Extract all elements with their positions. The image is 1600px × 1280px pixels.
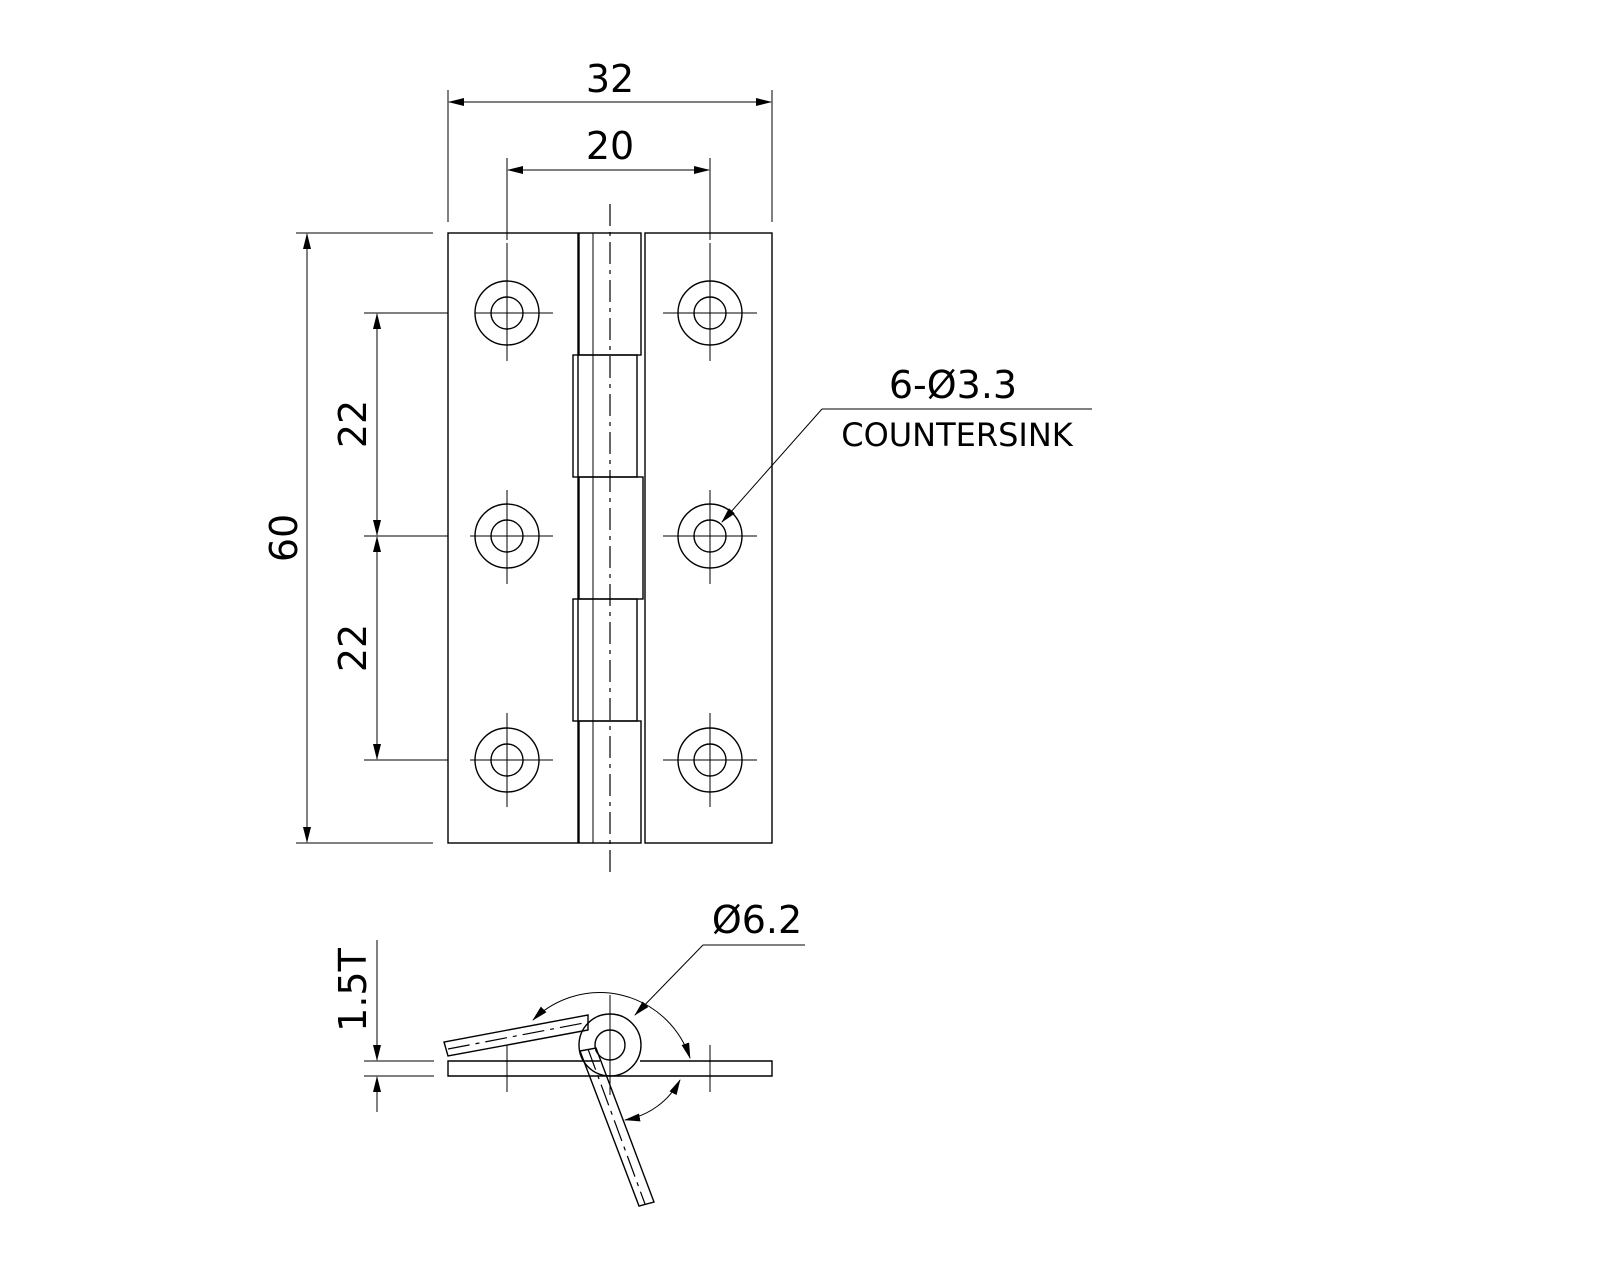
front-view (447, 204, 773, 872)
dim-text-hole-pitch-upper: 22 (331, 400, 375, 448)
hole-type-label: COUNTERSINK (841, 416, 1074, 454)
hole-mid-right (663, 490, 757, 584)
dim-text-thickness: 1.5T (331, 947, 375, 1031)
hole-bottom-right (663, 713, 757, 807)
hole-top-right (663, 243, 757, 361)
countersink-callout: 6-Ø3.3 COUNTERSINK (721, 363, 1092, 523)
hole-count-dia-label: 6-Ø3.3 (889, 363, 1017, 407)
dim-overall-width: 32 (447, 57, 773, 222)
side-view (443, 992, 773, 1207)
dim-text-overall-width: 32 (586, 57, 634, 101)
dim-text-hole-spacing-x: 20 (586, 124, 634, 168)
left-leaf (447, 232, 579, 844)
hole-mid-left (470, 490, 553, 584)
dim-overall-height: 60 (262, 232, 433, 844)
dim-hole-pitch: 22 22 (331, 312, 448, 761)
dim-text-pin-diameter: Ø6.2 (712, 898, 802, 942)
hole-bottom-left (470, 713, 553, 807)
hole-top-left (474, 243, 553, 361)
dim-pin-diameter: Ø6.2 (634, 898, 805, 1016)
dim-text-overall-height: 60 (262, 514, 306, 562)
dim-thickness: 1.5T (331, 940, 434, 1112)
knuckles (572, 232, 644, 844)
dim-text-hole-pitch-lower: 22 (331, 624, 375, 672)
holes (470, 243, 757, 807)
dim-hole-spacing-x: 20 (506, 124, 711, 240)
right-leaf (644, 232, 773, 844)
